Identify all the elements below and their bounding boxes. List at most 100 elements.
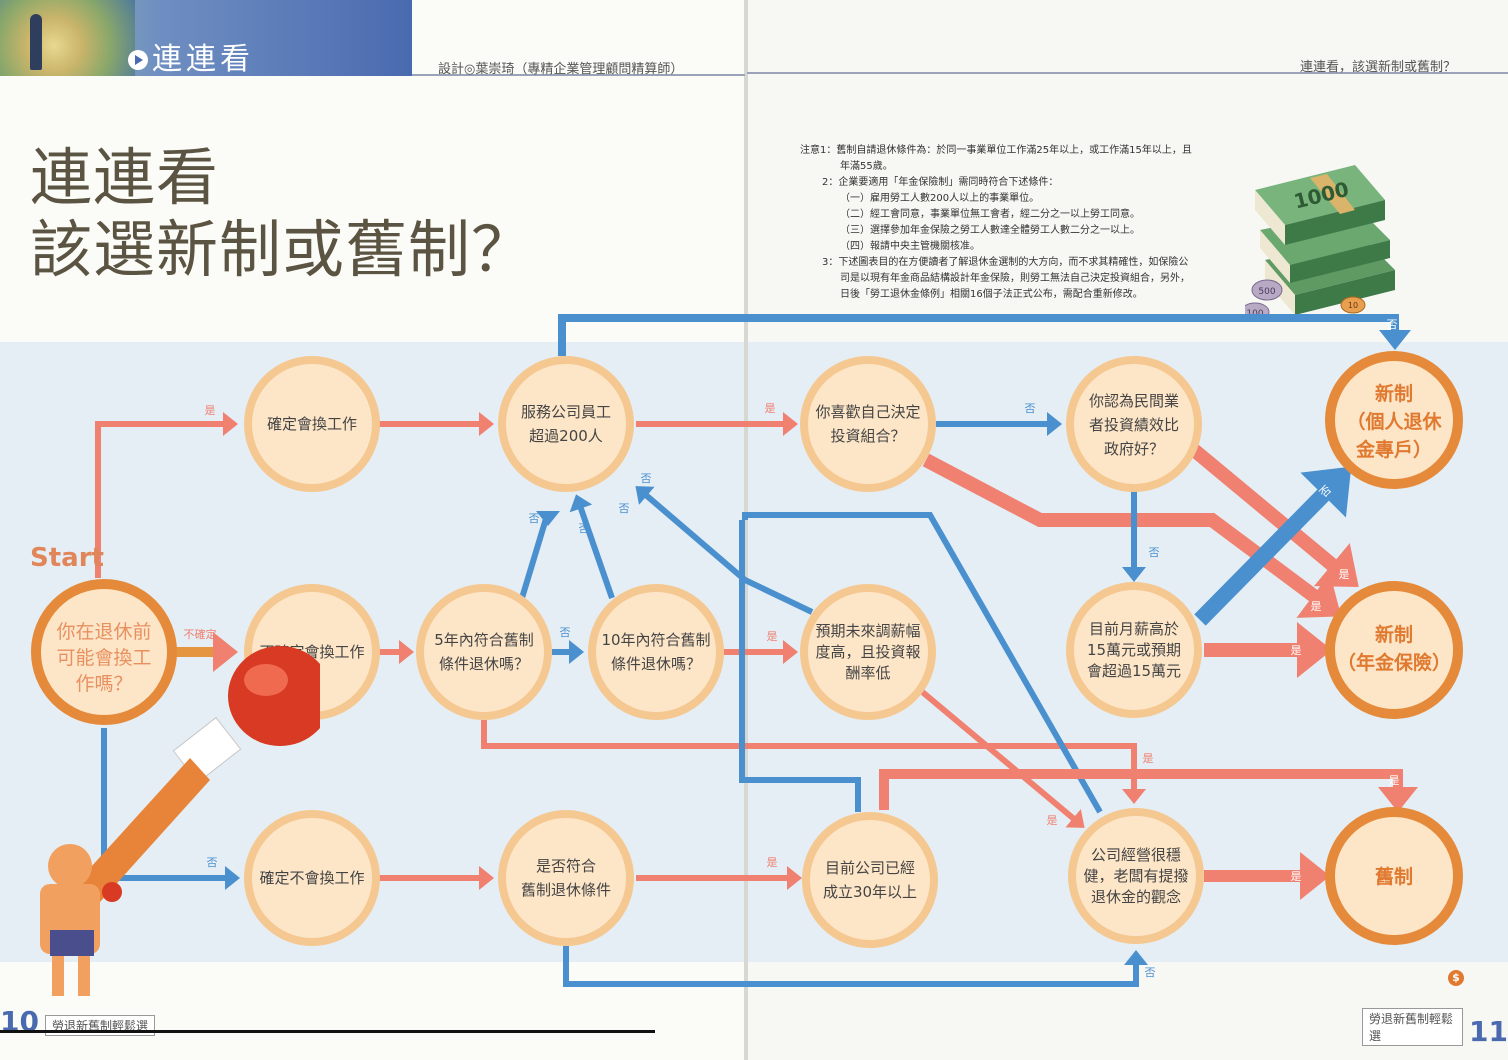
note-3-cont: 司是以現有年金商品結構設計年金保險，則勞工無法自己決定投資組合，另外， [840,273,1190,284]
section-title: 連連看 [152,42,254,77]
svg-text:舊制: 舊制 [1375,865,1413,888]
svg-text:新制: 新制 [1375,382,1413,405]
page-number-right: 11 [1469,1015,1508,1048]
dollar-coin-icon: $ [1448,970,1464,986]
header-photo [0,0,135,76]
edge-start-to-sure-change [95,412,238,578]
note-3-cont: 日後「勞工退休金條例」相關16個子法正式公布，需配合重新修改。 [840,289,1143,300]
note-3: 3：下述圖表目的在方便讀者了解退休金選制的大方向，而不求其精確性，如保險公 [822,257,1189,268]
page-title: 連連看 該選新制或舊制？ [30,142,534,286]
book-spine [744,0,748,1060]
header-person-figure [30,14,42,70]
svg-text:預期未來調薪幅: 預期未來調薪幅 [815,622,920,640]
svg-text:成立30年以上: 成立30年以上 [823,883,917,901]
note-2-item: （三）選擇參加年金保險之勞工人數達全體勞工人數二分之一以上。 [840,225,1140,236]
svg-text:確定不會換工作: 確定不會換工作 [259,869,364,887]
node-expect-low: 預期未來調薪幅 度高，且投資報 酬率低 [800,584,936,720]
node-within5: 5年內符合舊制 條件退休嗎？ [416,584,552,720]
svg-text:條件退休嗎？: 條件退休嗎？ [439,655,529,673]
svg-text:者投資績效比: 者投資績效比 [1089,416,1179,434]
svg-text:5年內符合舊制: 5年內符合舊制 [434,631,534,649]
svg-text:你在退休前: 你在退休前 [56,621,151,643]
svg-text:目前月薪高於: 目前月薪高於 [1089,620,1179,638]
svg-text:10: 10 [1348,301,1358,310]
edge-label-unsure: 不確定 [184,627,217,641]
svg-text:超過200人: 超過200人 [529,427,603,445]
edge-label-no: 否 [1387,318,1398,331]
edge-label-yes: 是 [1339,568,1350,581]
page-title-line1: 連連看 [30,141,220,214]
edge-label-no: 否 [619,502,630,515]
note-2: 2：企業要適用「年金保險制」需同時符合下述條件： [822,177,1059,188]
svg-text:度高，且投資報: 度高，且投資報 [815,643,920,661]
node-no-change: 確定不會換工作 [244,810,380,946]
edge-within5-up-to-over200 [519,511,560,599]
svg-text:你認為民間業: 你認為民間業 [1089,392,1179,410]
svg-text:新制: 新制 [1375,623,1413,646]
svg-text:500: 500 [1258,287,1275,297]
header-rule [412,74,745,76]
node-over200: 服務公司員工 超過200人 [498,356,634,492]
node-choose-invest: 你喜歡自己決定 投資組合？ [800,356,936,492]
note-1: 注意1：舊制自請退休條件為：於同一事業單位工作滿25年以上，或工作滿15年以上，… [800,145,1192,156]
node-within10: 10年內符合舊制 條件退休嗎？ [588,584,724,720]
svg-text:投資組合？: 投資組合？ [830,427,905,445]
note-2-item: （四）報請中央主管機關核准。 [840,241,980,252]
node-company-sound: 公司經營很穩 健，老闆有提撥 退休金的觀念 [1068,808,1204,944]
edge-label-no: 否 [207,856,218,869]
edge-label-yes: 是 [205,404,216,417]
edge-label-yes: 是 [1291,870,1302,883]
edge-company30-to-old-system [879,769,1418,812]
edge-label-no: 否 [1149,546,1160,559]
node-sure-change: 確定會換工作 [244,356,380,492]
svg-text:10年內符合舊制: 10年內符合舊制 [601,631,710,649]
node-company30: 目前公司已經 成立30年以上 [802,812,938,948]
svg-text:退休金的觀念: 退休金的觀念 [1091,888,1181,906]
edge-over200-to-new-account [558,314,1411,356]
svg-text:條件退休嗎？: 條件退休嗎？ [611,655,701,673]
footer-rule [0,1030,655,1033]
edge-meet-old-to-company-sound [563,946,1148,987]
header-rule-right [747,72,1508,74]
designer-credit: 設計◎葉崇琦（專精企業管理顧問精算師） [438,62,684,77]
svg-text:舊制退休條件: 舊制退休條件 [521,881,611,899]
svg-text:確定會換工作: 確定會換工作 [267,415,357,433]
note-2-item: （二）經工會同意，事業單位無工會者，經二分之一以上勞工同意。 [840,209,1140,220]
node-salary15: 目前月薪高於 15萬元或預期 會超過15萬元 [1066,582,1202,718]
edge-label-no: 否 [1025,402,1036,415]
money-bundle-top: 1000 [1255,165,1385,245]
svg-text:目前公司已經: 目前公司已經 [825,859,915,877]
coin-500: 500 [1251,279,1283,301]
book-title-right: 勞退新舊制輕鬆選 [1362,1008,1464,1046]
edge-label-yes: 是 [1291,644,1302,657]
node-start-question: 你在退休前 可能會換工 作嗎？ [31,579,177,725]
edge-label-no: 否 [1145,966,1156,979]
svg-text:酬率低: 酬率低 [845,664,890,682]
edge-label-no: 否 [641,472,652,485]
start-label: Start [30,543,104,573]
svg-text:金專戶）: 金專戶） [1355,438,1432,461]
svg-text:健，老闆有提撥: 健，老闆有提撥 [1083,867,1188,885]
svg-text:服務公司員工: 服務公司員工 [521,403,611,421]
edge-label-yes: 是 [767,630,778,643]
edge-private-better-to-new-annuity [1189,444,1359,587]
edge-within10-to-over200 [569,494,615,599]
edge-label-no: 否 [560,626,571,639]
boxer-illustration [40,646,320,996]
boxer-figure [40,844,122,996]
svg-text:（年金保險）: （年金保險） [1337,651,1451,674]
svg-text:（個人退休: （個人退休 [1346,410,1442,433]
svg-text:你喜歡自己決定: 你喜歡自己決定 [815,403,920,421]
node-old-system: 舊制 [1325,807,1463,945]
svg-text:會超過15萬元: 會超過15萬元 [1087,662,1181,680]
edge-salary15-to-new-account [1194,466,1352,626]
footer-right: 勞退新舊制輕鬆選 11 [1356,1008,1508,1046]
edge-expect-low-to-company-sound [918,687,1085,828]
page-title-line2: 該選新制或舊制？ [30,213,535,286]
edge-label-yes: 是 [1311,600,1322,613]
edge-label-no: 否 [579,522,590,535]
edge-label-yes: 是 [1143,752,1154,765]
edge-over200-down-to-company-sound [742,512,1103,814]
money-stack-illustration: 1000 500 100 10 [1245,165,1395,320]
